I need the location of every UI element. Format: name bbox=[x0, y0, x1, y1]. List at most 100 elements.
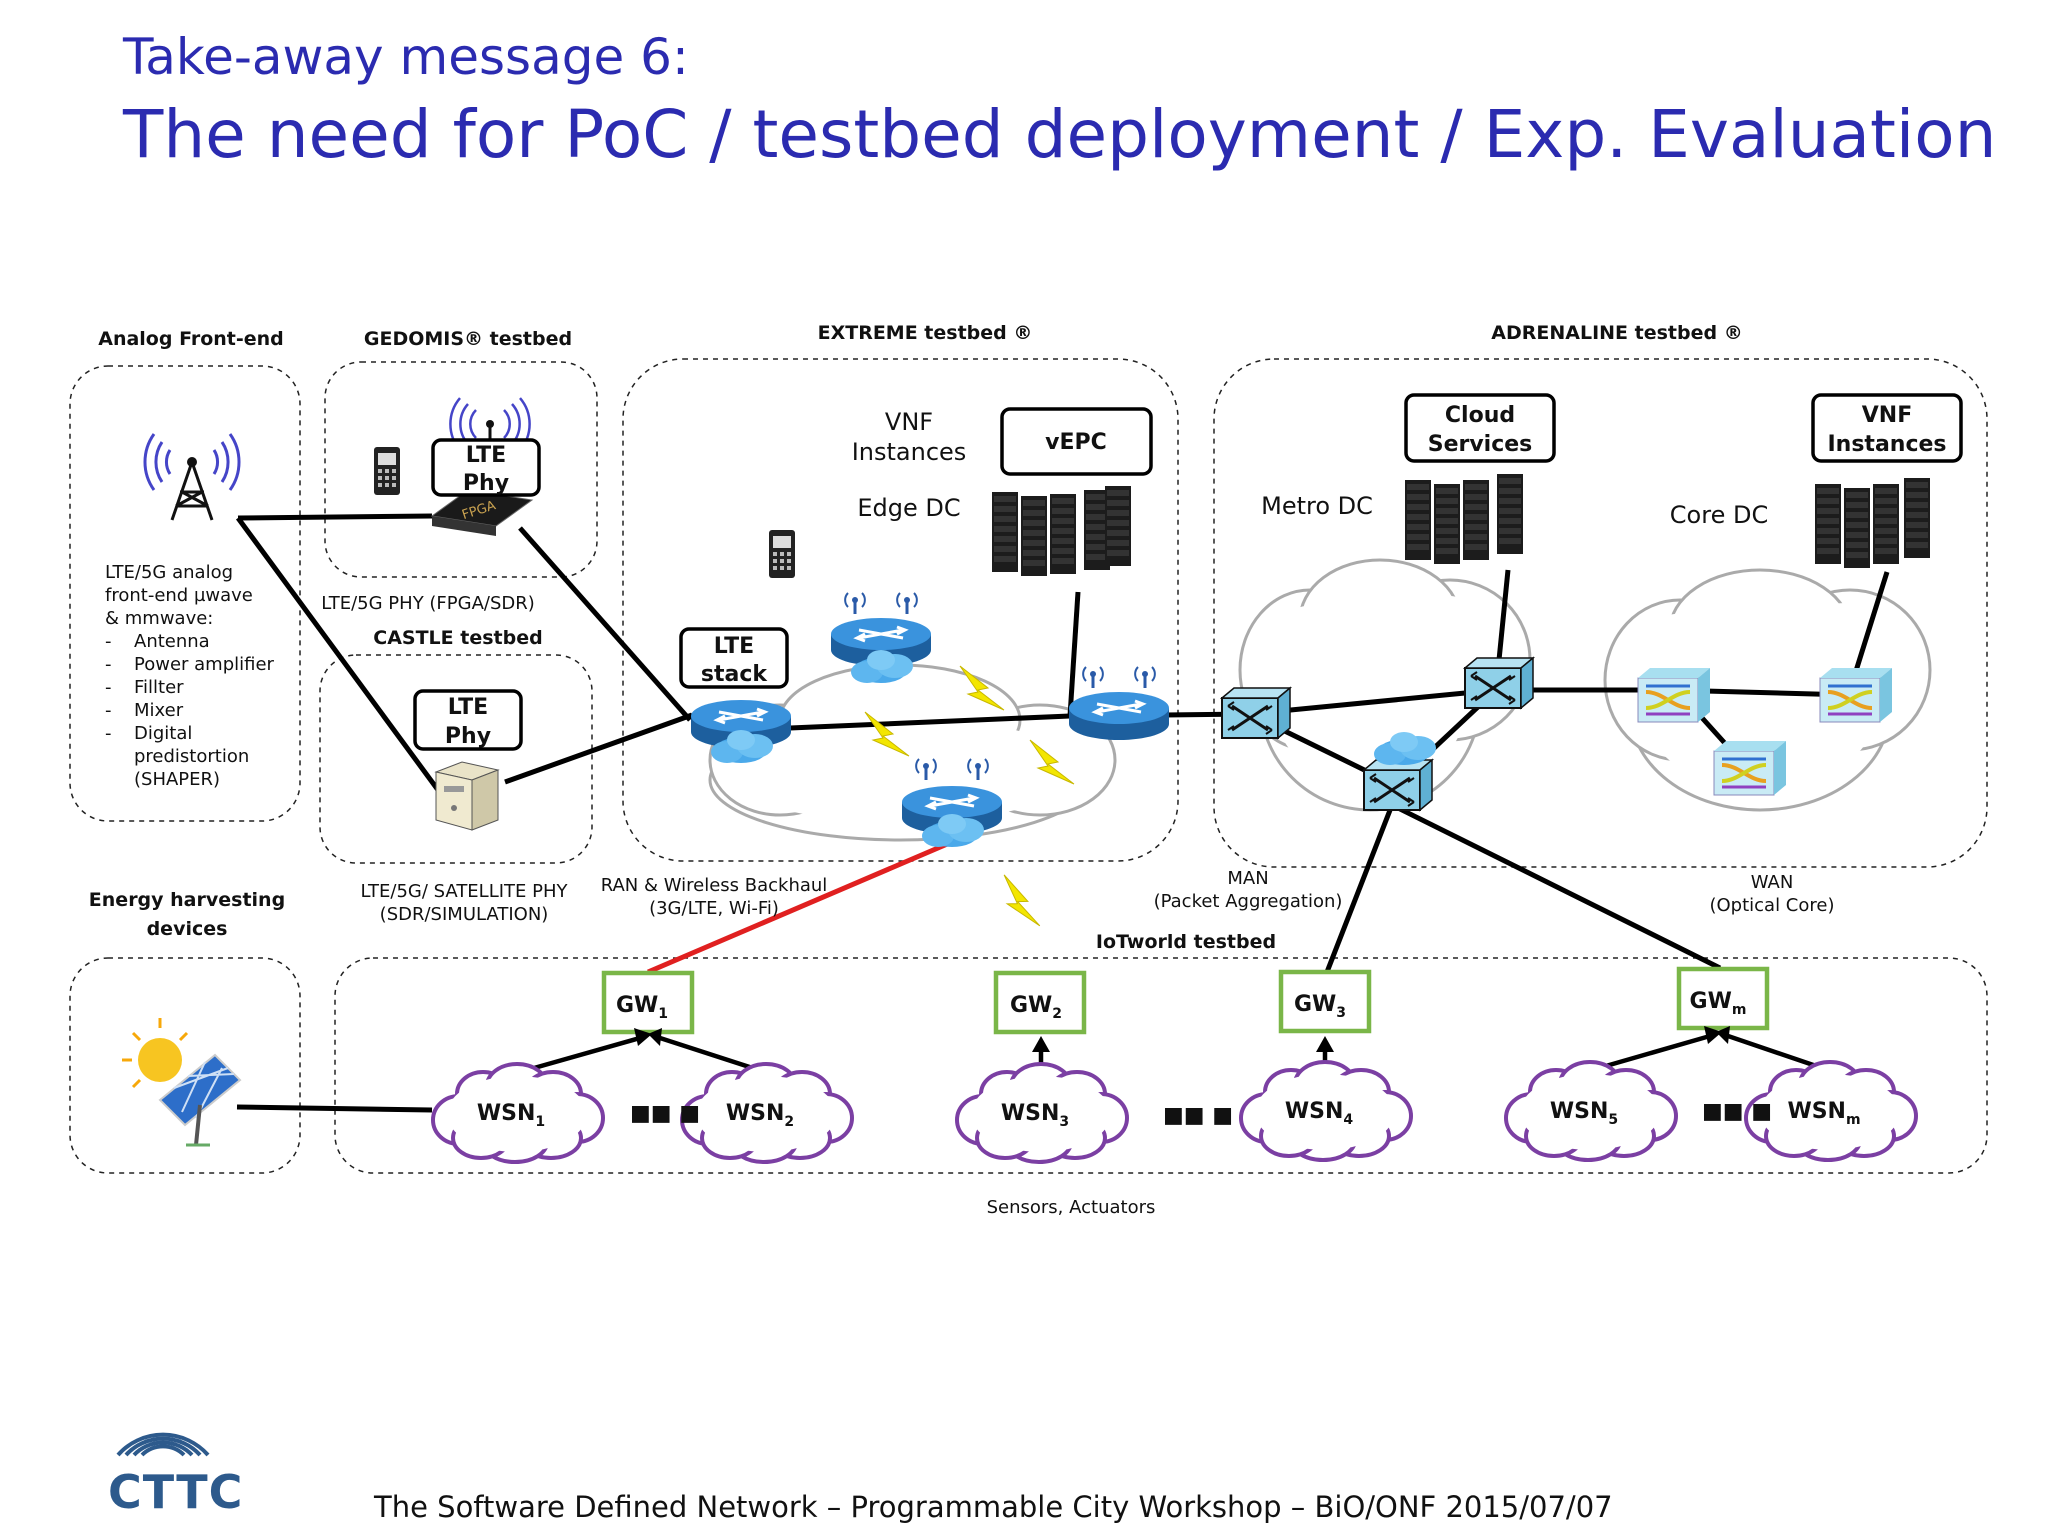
pc-tower-icon bbox=[434, 761, 500, 831]
energy-group bbox=[69, 957, 301, 1174]
metro-switch-top-icon bbox=[1463, 656, 1535, 710]
gedomis-antenna-icon bbox=[449, 397, 531, 451]
footer-text: The Software Defined Network – Programma… bbox=[374, 1490, 1613, 1524]
optical-switch-right-icon bbox=[1818, 666, 1894, 724]
gedomis-lte-phy-box bbox=[431, 438, 541, 497]
gw-subscript: 1 bbox=[658, 1006, 668, 1022]
gw-label: GW bbox=[1690, 989, 1732, 1014]
metro-dc-label: Metro DC bbox=[1261, 492, 1373, 520]
cloud-services-box bbox=[1404, 393, 1556, 463]
vepc-box bbox=[1000, 407, 1153, 476]
wsn-label: WSNm bbox=[1787, 1099, 1860, 1128]
bullet-dash: - bbox=[105, 654, 112, 675]
analog-bullet-predistortion: predistortion bbox=[134, 746, 249, 767]
slide-title: The need for PoC / testbed deployment / … bbox=[123, 96, 1997, 173]
gateway-gw3: GW3 bbox=[1278, 969, 1372, 1034]
adrenaline-group bbox=[1213, 358, 1988, 868]
castle-lte-label: LTE bbox=[448, 695, 488, 720]
castle-group bbox=[319, 654, 593, 864]
vepc-label: vEPC bbox=[1045, 430, 1107, 455]
solar-panel-icon bbox=[122, 1018, 242, 1147]
wireless-bolt-icon bbox=[995, 874, 1048, 927]
bullet-dash: - bbox=[105, 723, 112, 744]
core-vnf-line1: VNF bbox=[1862, 403, 1912, 428]
analog-frontend-title: Analog Front-end bbox=[98, 328, 284, 350]
slide-subtitle: Take-away message 6: bbox=[123, 28, 689, 86]
wsn-label: WSN1 bbox=[477, 1101, 545, 1130]
ran-caption-line1: RAN & Wireless Backhaul bbox=[601, 875, 828, 896]
core-vnf-box bbox=[1811, 393, 1963, 463]
analog-bullet-mixer: Mixer bbox=[134, 700, 184, 721]
analog-desc-line1: LTE/5G analog bbox=[105, 562, 233, 583]
svg-text:GWm: GWm bbox=[1690, 989, 1747, 1018]
wifi-router-right-icon bbox=[1067, 665, 1171, 742]
wsn-gateway-arrows bbox=[519, 1026, 1829, 1075]
ran-caption-line2: (3G/LTE, Wi-Fi) bbox=[649, 898, 779, 919]
extreme-vnf-line2: Instances bbox=[852, 438, 967, 466]
core-vnf-line2: Instances bbox=[1827, 432, 1946, 457]
lte-stack-line1: LTE bbox=[714, 634, 754, 659]
gedomis-caption: LTE/5G PHY (FPGA/SDR) bbox=[321, 593, 535, 614]
gw-label: GW bbox=[1294, 992, 1336, 1017]
analog-bullet-digital: Digital bbox=[134, 723, 192, 744]
metro-dc-servers-icon bbox=[1405, 474, 1523, 564]
gw-label: GW bbox=[1010, 993, 1052, 1018]
wsn-cloud-m: WSNm bbox=[1744, 1060, 1918, 1162]
ellipsis-1: ■■ ■ bbox=[630, 1101, 700, 1126]
ellipsis-3: ■■ ■ bbox=[1702, 1099, 1772, 1124]
wsn-cloud-5: WSN5 bbox=[1504, 1060, 1678, 1162]
iot-title: IoTworld testbed bbox=[1096, 931, 1276, 953]
analog-frontend-group bbox=[69, 365, 301, 822]
analog-bullet-amplifier: Power amplifier bbox=[134, 654, 275, 675]
cloud-services-line2: Services bbox=[1428, 432, 1533, 457]
ellipsis-2: ■■ ■ bbox=[1163, 1103, 1233, 1128]
gateway-gw2: GW2 bbox=[993, 970, 1087, 1035]
gateway-gwm: GWm bbox=[1676, 966, 1770, 1031]
iot-group bbox=[334, 957, 1988, 1174]
sensors-caption: Sensors, Actuators bbox=[987, 1197, 1156, 1218]
energy-title-line2: devices bbox=[147, 918, 228, 940]
gedomis-lte-label: LTE bbox=[466, 443, 506, 468]
edge-dc-servers-icon bbox=[992, 486, 1131, 576]
analog-desc-line2: front-end µwave bbox=[105, 585, 253, 606]
man-caption-line2: (Packet Aggregation) bbox=[1154, 891, 1343, 912]
edge-dc-label: Edge DC bbox=[857, 494, 960, 522]
wsn-label: WSN2 bbox=[726, 1101, 794, 1130]
castle-phy-label: Phy bbox=[445, 724, 491, 749]
fpga-chip-icon: FPGA bbox=[430, 489, 534, 536]
gw-subscript: 2 bbox=[1052, 1006, 1062, 1022]
wsn-clouds: WSN1 WSN2 WSN3 WSN4 WSN5 WSNm bbox=[431, 1060, 1918, 1164]
wan-caption-line2: (Optical Core) bbox=[1709, 895, 1834, 916]
wsn-label: WSN5 bbox=[1550, 1099, 1618, 1128]
cttc-logo: CTTC bbox=[108, 1465, 244, 1519]
metro-switch-left-icon bbox=[1220, 686, 1292, 740]
gw-subscript: m bbox=[1732, 1002, 1747, 1018]
svg-text:GW3: GW3 bbox=[1294, 992, 1346, 1021]
optical-switch-left-icon bbox=[1636, 666, 1712, 724]
lte-stack-line2: stack bbox=[701, 662, 768, 687]
core-dc-label: Core DC bbox=[1670, 501, 1768, 529]
svg-text:GW2: GW2 bbox=[1010, 993, 1062, 1022]
castle-caption-line1: LTE/5G/ SATELLITE PHY bbox=[360, 881, 568, 902]
analog-bullet-antenna: Antenna bbox=[134, 631, 210, 652]
mobile-phone-icon bbox=[769, 530, 795, 578]
analog-bullet-filter: Fillter bbox=[134, 677, 184, 698]
lte-stack-box bbox=[679, 627, 789, 689]
core-dc-servers-icon bbox=[1815, 478, 1930, 568]
bullet-dash: - bbox=[105, 677, 112, 698]
gedomis-title: GEDOMIS® testbed bbox=[364, 328, 572, 350]
wsn-cloud-3: WSN3 bbox=[955, 1062, 1129, 1164]
gateway-gw1: GW1 bbox=[601, 970, 695, 1035]
bullet-dash: - bbox=[105, 700, 112, 721]
man-caption-line1: MAN bbox=[1227, 868, 1268, 889]
bullet-dash: - bbox=[105, 631, 112, 652]
wsn-cloud-2: WSN2 bbox=[680, 1062, 854, 1164]
optical-switch-bottom-icon bbox=[1712, 739, 1788, 797]
wsn-label: WSN4 bbox=[1285, 1099, 1354, 1128]
castle-title: CASTLE testbed bbox=[373, 627, 542, 649]
castle-caption-line2: (SDR/SIMULATION) bbox=[380, 904, 549, 925]
adrenaline-title: ADRENALINE testbed ® bbox=[1491, 322, 1742, 344]
gw-subscript: 3 bbox=[1336, 1005, 1346, 1021]
wan-caption-line1: WAN bbox=[1751, 872, 1794, 893]
